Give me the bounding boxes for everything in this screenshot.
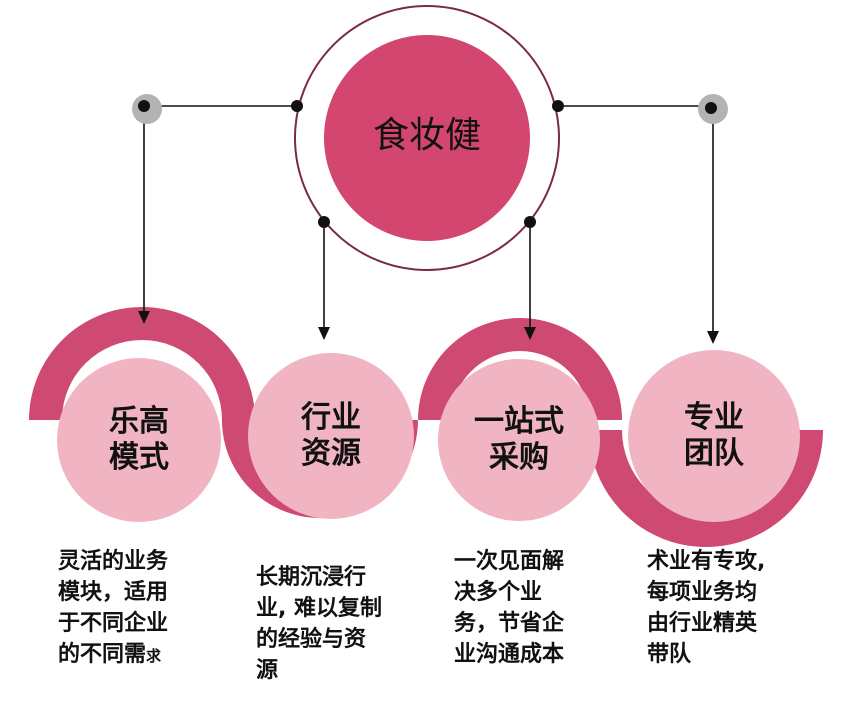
joint-dots (138, 100, 717, 228)
arrowheads (138, 311, 719, 344)
node-label-2-line1: 行业 (301, 400, 361, 435)
ribbon-segment-1 (29, 307, 255, 420)
node-label-1-line1: 乐高 (109, 404, 169, 439)
arrowhead-3 (524, 327, 536, 340)
node-description-2-text: 长期沉浸行 业, 难以复制 的经验与资 源 (256, 565, 383, 683)
center-ring (294, 5, 560, 271)
node-label-1-line2: 模式 (109, 440, 169, 475)
joint-dot-ring-bottom-left (318, 216, 330, 228)
node-label-3-line2: 采购 (489, 440, 549, 475)
ribbon-segment-4 (589, 430, 823, 547)
node-circle-2 (248, 353, 414, 519)
joint-dot-right-end (705, 102, 717, 114)
node-circle-1 (57, 358, 221, 522)
node-label-3: 一站式 采购 (439, 404, 599, 476)
node-description-1-text: 灵活的业务 模块，适用 于不同企业 的不同需 (58, 549, 169, 667)
arrowhead-2 (318, 327, 330, 340)
ribbon-segment-3 (418, 318, 622, 420)
arrowhead-4 (707, 331, 719, 344)
center-title: 食妆健 (372, 115, 481, 156)
node-description-2: 长期沉浸行 业, 难以复制 的经验与资 源 (256, 562, 436, 686)
node-label-2: 行业 资源 (251, 400, 411, 472)
node-description-1: 灵活的业务 模块，适用 于不同企业 的不同需求 (58, 546, 238, 672)
joint-dot-ring-bottom-right (524, 216, 536, 228)
joint-dot-ring-left (291, 100, 303, 112)
arrowhead-1 (138, 311, 150, 324)
joint-dot-left-end (138, 100, 150, 112)
joint-dot-ring-right (552, 100, 564, 112)
node-description-4: 术业有专攻, 每项业务均 由行业精英 带队 (647, 546, 832, 670)
node-label-4-line1: 专业 (684, 400, 744, 435)
connectors (143, 105, 714, 332)
node-label-3-line1: 一站式 (474, 404, 564, 439)
node-description-3: 一次见面解 决多个业 务，节省企 业沟通成本 (454, 546, 634, 670)
center-circle (324, 35, 530, 241)
node-label-2-line2: 资源 (301, 436, 361, 471)
node-circle-4 (628, 350, 800, 522)
node-label-4: 专业 团队 (634, 400, 794, 472)
node-circle-3 (438, 359, 600, 521)
node-label-1: 乐高 模式 (59, 404, 219, 476)
node-label-4-line2: 团队 (684, 436, 744, 471)
node-description-1-tail: 求 (146, 647, 162, 665)
node-description-3-text: 一次见面解 决多个业 务，节省企 业沟通成本 (454, 549, 565, 667)
node-description-4-text: 术业有专攻, 每项业务均 由行业精英 带队 (647, 549, 766, 667)
